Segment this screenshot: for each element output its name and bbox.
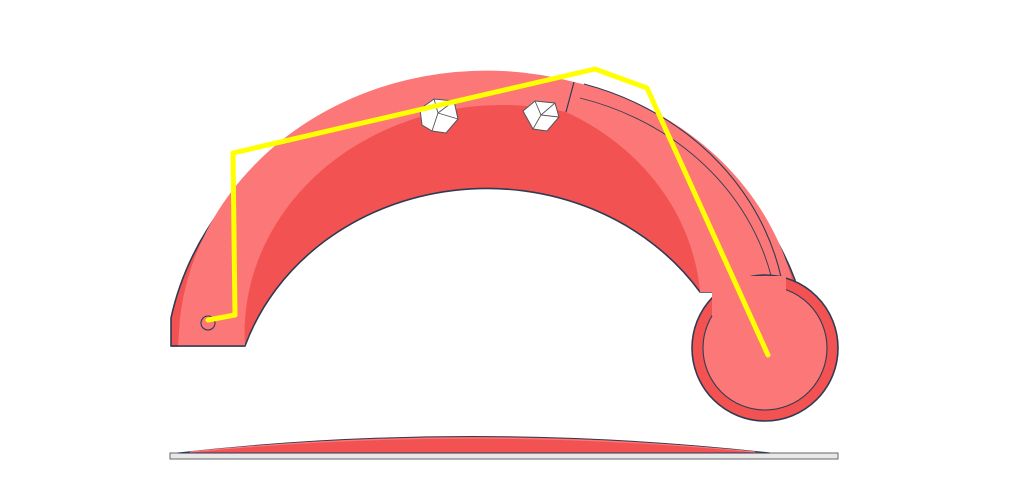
profile-curve-highlight bbox=[189, 437, 756, 453]
profile-curve bbox=[177, 436, 771, 454]
profile-base-bar bbox=[169, 452, 839, 460]
arc-right-inner-edge-1 bbox=[583, 83, 786, 301]
arc-segment-divider bbox=[565, 81, 575, 113]
arc-right-face bbox=[566, 82, 795, 292]
bracket-icon bbox=[522, 100, 560, 132]
measurement-path bbox=[205, 66, 771, 358]
arc-right-inner-edge-2 bbox=[579, 97, 777, 301]
